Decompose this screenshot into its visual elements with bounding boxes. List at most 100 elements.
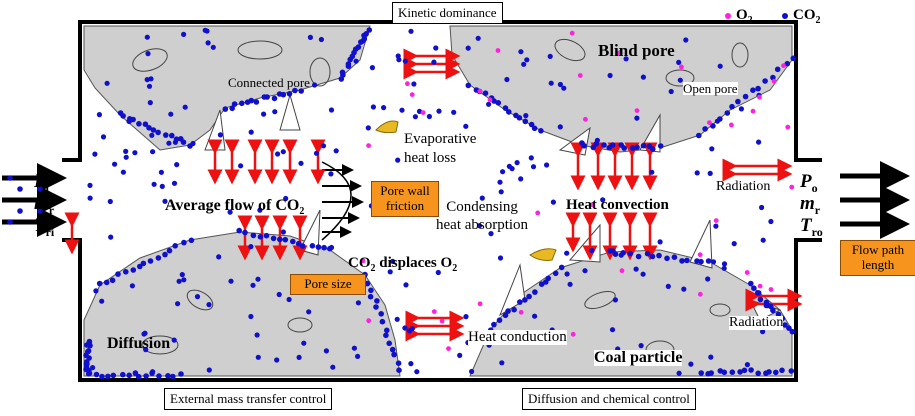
co2-molecule <box>665 283 671 289</box>
co2-edge-molecule <box>222 106 229 112</box>
inlet-mass-flow-label: mr <box>34 193 55 217</box>
co2-molecule <box>633 266 639 272</box>
co2-molecule <box>530 164 537 170</box>
co2-molecule <box>120 169 126 175</box>
co2-edge-molecule <box>482 90 489 96</box>
co2-molecule <box>488 231 494 237</box>
legend-o2-label: O2 <box>736 7 753 26</box>
co2-molecule <box>402 325 408 331</box>
co2-molecule <box>306 309 312 315</box>
o2-molecule <box>446 346 451 351</box>
co2-molecule <box>87 182 93 188</box>
co2-molecule <box>210 44 216 50</box>
co2-edge-molecule <box>698 370 704 376</box>
co2-molecule <box>731 241 737 247</box>
co2-molecule <box>205 40 211 46</box>
co2-edge-molecule <box>147 258 154 264</box>
o2-molecule <box>409 92 415 97</box>
co2-molecule <box>108 234 114 240</box>
co2-molecule <box>141 331 147 337</box>
co2-edge-molecule <box>532 289 538 295</box>
o2-molecule <box>518 309 524 315</box>
co2-edge-molecule <box>649 253 656 260</box>
co2-molecule <box>677 77 683 83</box>
co2-molecule <box>657 239 663 245</box>
co2-molecule <box>286 296 292 303</box>
radiation-bottom-label: Radiation <box>729 315 784 330</box>
co2-edge-molecule <box>750 87 756 93</box>
o2-molecule <box>789 184 795 190</box>
co2-molecule <box>504 76 510 83</box>
co2-molecule <box>760 237 766 243</box>
condensate-film-bottom <box>529 248 557 261</box>
o2-molecule <box>570 331 576 337</box>
co2-molecule <box>365 125 371 131</box>
co2-edge-molecule <box>123 269 129 275</box>
o2-molecule <box>713 218 719 224</box>
co2-edge-molecule <box>93 371 100 378</box>
o2-molecule <box>697 252 703 258</box>
co2-molecule <box>328 107 335 113</box>
co2-edge-molecule <box>593 141 599 147</box>
co2-molecule <box>227 209 233 215</box>
co2-edge-molecule <box>702 126 708 132</box>
co2-edge-molecule <box>516 115 523 121</box>
co2-molecule <box>721 261 728 267</box>
co2-edge-molecule <box>782 322 788 328</box>
co2-molecule <box>254 332 260 338</box>
co2-edge-molecule <box>735 98 741 105</box>
co2-molecule <box>318 36 324 43</box>
co2-edge-molecule <box>391 351 397 358</box>
co2-edge-molecule <box>327 245 333 252</box>
co2-edge-molecule <box>545 275 551 282</box>
co2-molecule <box>261 111 267 117</box>
co2-edge-molecule <box>784 60 791 67</box>
open-pore-label: Open pore <box>683 81 738 96</box>
diffusion-label: Diffusion <box>107 335 171 352</box>
co2-edge-molecule <box>779 367 785 374</box>
co2-molecule <box>250 282 256 288</box>
co2-molecule <box>744 362 751 368</box>
inlet-temperature-label: Tri <box>34 215 55 239</box>
co2-molecule <box>176 278 182 284</box>
co2-molecule <box>312 82 318 88</box>
co2-molecule <box>518 176 524 182</box>
co2-edge-molecule <box>173 136 180 142</box>
o2-molecules <box>360 30 795 351</box>
co2-molecule <box>463 314 469 320</box>
co2-molecule <box>238 163 244 169</box>
co2-molecule <box>182 104 188 110</box>
co2-edge-molecule <box>345 61 352 67</box>
co2-molecule <box>181 277 187 283</box>
co2-edge-molecule <box>612 251 619 257</box>
co2-edge-molecule <box>282 236 289 243</box>
co2-molecule <box>283 195 289 202</box>
o2-molecule <box>729 122 734 128</box>
co2-molecule <box>280 229 286 235</box>
co2-edge-molecule <box>526 293 532 300</box>
co2-molecule <box>216 254 222 260</box>
inlet-pressure-label: Pi <box>34 171 49 195</box>
o2-molecule <box>569 30 575 36</box>
co2-molecule <box>564 250 570 256</box>
co2-molecule <box>532 313 538 319</box>
co2-edge-molecule <box>364 280 371 287</box>
co2-molecule <box>144 77 150 83</box>
o2-molecule <box>785 124 791 130</box>
co2-edge-molecule <box>386 340 393 347</box>
co2-edge-molecule <box>737 369 743 375</box>
co2-edge-molecule <box>374 298 380 304</box>
co2-edge-molecule <box>634 144 640 151</box>
co2-molecule <box>457 352 463 358</box>
co2-molecule <box>600 197 606 203</box>
co2-edge-molecule <box>502 105 509 111</box>
co2-molecule <box>217 132 223 138</box>
co2-molecule <box>328 171 334 177</box>
co2-molecule <box>179 272 185 278</box>
co2-molecule <box>194 294 201 300</box>
co2-edge-molecule <box>629 145 636 151</box>
co2-edge-molecule <box>309 243 316 249</box>
co2-edge-molecule <box>755 85 761 92</box>
co2-edge-molecule <box>379 318 386 325</box>
co2-molecule <box>168 111 174 117</box>
